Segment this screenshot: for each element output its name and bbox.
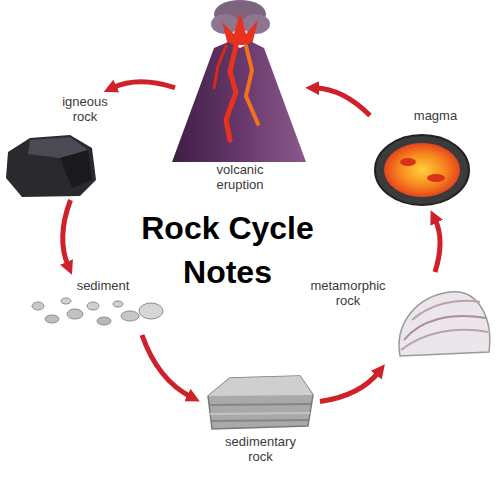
pebble [61,298,71,304]
lava-flow [246,46,258,124]
magma-pool [384,143,460,197]
pebble [87,302,99,310]
rock-layer [210,413,310,414]
metamorphic-rock-image [399,292,490,356]
cycle-arrow [435,219,440,272]
magma-blob [400,158,416,166]
rock-cycle-stage: igneous rock [10,92,120,200]
cycle-arrow [113,82,175,88]
stage-label: metamorphic rock [303,278,393,308]
igneous-rock-image [6,135,96,197]
lava-flow [226,46,236,140]
stage-label: igneous rock [50,94,120,124]
pebble [121,311,139,321]
cycle-arrow [315,88,370,116]
rock-banding [412,301,480,320]
magma-rim [375,135,469,205]
cycle-arrow [320,372,379,402]
cycle-arrow [63,200,71,266]
pebble [32,302,44,310]
pebble [139,303,163,319]
rock-cycle-stage: sediment [30,275,170,335]
pebble [113,301,123,307]
stage-label: sedimentary rock [218,434,303,464]
cycle-arrow [142,335,191,397]
rock-layer [211,420,309,421]
sedimentary-rock-image [208,376,313,429]
eruption-spray [222,12,258,45]
magma-blob [427,174,445,182]
diagram-title: Rock Cycle Notes [125,206,330,294]
rock-shadow [60,150,92,188]
stage-label: sediment [68,278,138,293]
rock-banding [401,330,488,350]
stage-label: magma [408,108,463,123]
volcano-cone [172,42,306,162]
pebble [67,309,83,319]
stage-label: volcanic eruption [205,162,275,192]
rock-layer [209,404,311,405]
rock-banding [404,316,486,340]
lava-flow [214,46,226,88]
pebble [97,317,111,325]
rock-cycle-stage: metamorphic rock [295,272,495,364]
rock-cycle-stage: magma [370,105,480,210]
rock-cycle-stage: sedimentary rock [200,370,320,475]
rock-cycle-stage: volcanic eruption [175,0,305,195]
pebble [45,315,59,323]
rock-top-face [208,376,313,396]
